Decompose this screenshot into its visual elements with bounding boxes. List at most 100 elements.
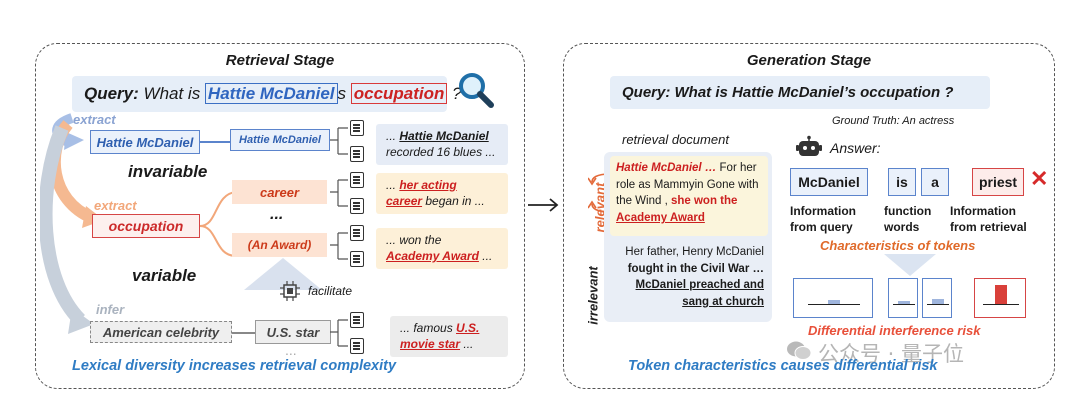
wechat-icon [787, 341, 812, 360]
bottom-dots: ... [285, 342, 297, 358]
generation-query: Query: What is Hattie McDaniel’s occupat… [610, 76, 990, 109]
doc-entity: Hattie McDaniel … [616, 162, 717, 174]
query-end: ? [447, 84, 462, 103]
risk-box-query [793, 278, 873, 318]
celebrity-box: American celebrity [90, 321, 232, 343]
risk-bar [828, 300, 840, 305]
variable-label: variable [132, 266, 197, 285]
cross-icon: ✕ [1030, 166, 1049, 191]
document-icon [350, 146, 364, 162]
doc-underline: McDaniel preached and sang at church [635, 279, 764, 309]
query-text: What is [138, 84, 205, 103]
desc-retrieval: Information from retrieval [950, 204, 1027, 235]
generation-stage-title: Generation Stage [746, 52, 872, 69]
token-priest: priest [972, 168, 1024, 196]
risk-bar [898, 301, 910, 305]
entity-connector [200, 141, 230, 143]
document-icon [350, 251, 364, 267]
career-box: career [232, 180, 327, 204]
doc-bold: fought in the Civil War … [627, 262, 764, 275]
generation-caption: Token characteristics causes differentia… [628, 358, 938, 374]
snippet-text: ... won the [386, 233, 442, 247]
query-possessive: s [337, 84, 347, 103]
snippet-text: ... famous [400, 321, 457, 335]
risk-caption: Differential interference risk [808, 323, 981, 338]
retrieval-caption: Lexical diversity increases retrieval co… [72, 358, 397, 374]
answer-label: Answer: [830, 140, 881, 156]
snippet-text: ... [386, 129, 400, 143]
snippet-text: ... [478, 248, 493, 263]
risk-box-function-2 [922, 278, 952, 318]
irrelevant-passage: Her father, Henry McDaniel fought in the… [610, 244, 770, 311]
doc-text: Her father, Henry McDaniel [625, 246, 764, 258]
snippet-highlight: Academy Award [386, 248, 479, 263]
risk-baseline [983, 303, 1019, 305]
doc-highlight: she won the [670, 195, 738, 208]
characteristics-caption: Characteristics of tokens [820, 238, 976, 253]
query-attribute: occupation [350, 83, 448, 104]
watermark: 公众号 · 量子位 [818, 342, 965, 366]
risk-baseline [893, 303, 915, 305]
snippet-text: ... [460, 336, 474, 351]
snippet-star: ... famous U.S.movie star ... [390, 316, 508, 358]
document-icon [350, 312, 364, 328]
entity-box: Hattie McDaniel [90, 130, 200, 154]
risk-baseline [808, 303, 860, 305]
star-box: U.S. star [255, 320, 331, 344]
chip-icon [280, 281, 300, 301]
entity-box-variant: Hattie McDaniel [230, 129, 330, 151]
flow-arrows [40, 113, 104, 334]
snippet-text: began in ... [422, 193, 485, 208]
snippet-highlight: movie star [400, 336, 461, 351]
celebrity-connector [232, 332, 255, 334]
snippet-highlight: Hattie McDaniel [399, 129, 489, 143]
facilitate-arrow [244, 258, 322, 290]
ground-truth: Ground Truth: An actress [832, 115, 955, 127]
risk-box-function-1 [888, 278, 918, 318]
snippet-text: recorded 16 blues ... [386, 144, 496, 159]
desc-query: Information from query [790, 204, 856, 235]
career-dots: ... [270, 206, 284, 223]
invariable-label: invariable [128, 162, 208, 181]
risk-bar [932, 299, 944, 305]
extract-label-2: extract [94, 198, 137, 213]
characteristics-arrow [884, 254, 936, 276]
document-icon [350, 338, 364, 354]
snippet-highlight: U.S. [456, 321, 480, 335]
document-icon [350, 120, 364, 136]
irrelevant-label: irrelevant [585, 266, 601, 325]
doc-text: For her role as Mammyin Gone with the Wi… [616, 162, 759, 208]
award-box: (An Award) [232, 233, 327, 257]
search-icon [459, 73, 494, 108]
retrieval-document-label: retrieval document [622, 132, 729, 147]
retrieval-stage-title: Retrieval Stage [225, 52, 335, 69]
occupation-box: occupation [92, 214, 200, 238]
token-a: a [921, 168, 949, 196]
doc-brackets [330, 127, 348, 347]
stage-arrow [528, 198, 559, 212]
robot-icon [796, 135, 822, 156]
occupation-tree [200, 191, 236, 257]
facilitate-label: facilitate [308, 284, 353, 298]
risk-baseline [927, 303, 949, 305]
token-is: is [888, 168, 916, 196]
query-entity: Hattie McDaniel [204, 83, 338, 104]
retrieval-stage-panel: Retrieval Stage [35, 43, 525, 389]
infer-label: infer [96, 302, 125, 317]
retrieval-document: Hattie McDaniel … For her role as Mammyi… [604, 152, 772, 322]
risk-bar [995, 285, 1007, 305]
extract-label-1: extract [73, 112, 116, 127]
desc-function: function words [884, 204, 932, 235]
snippet-highlight: her acting [399, 178, 457, 192]
snippet-text: ... [386, 178, 400, 192]
document-icon [350, 198, 364, 214]
query-prefix: Query: [84, 84, 139, 103]
risk-box-retrieval [974, 278, 1026, 318]
document-icon [350, 172, 364, 188]
token-mcdaniel: McDaniel [790, 168, 868, 196]
relevant-passage: Hattie McDaniel … For her role as Mammyi… [610, 156, 768, 236]
